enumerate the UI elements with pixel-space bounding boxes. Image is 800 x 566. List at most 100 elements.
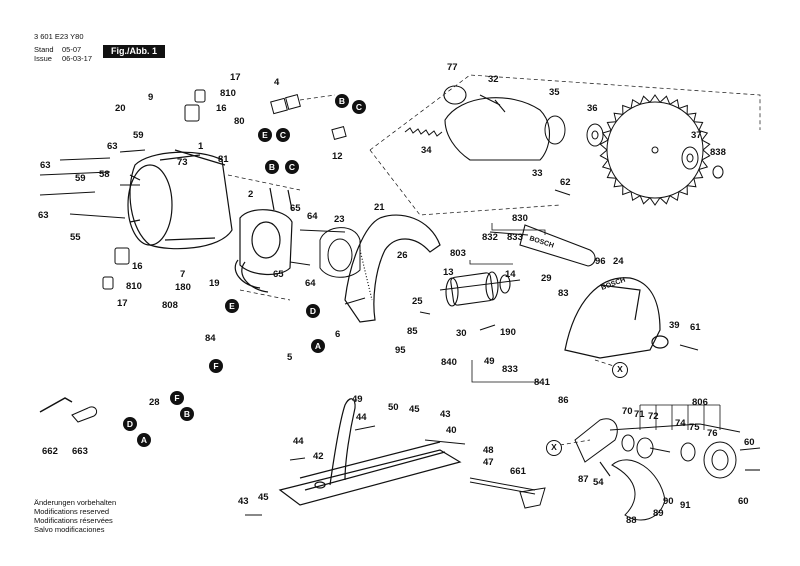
part-number-1: 1 <box>198 141 204 152</box>
blade-tooth <box>687 112 697 122</box>
part-number-838: 838 <box>710 147 726 158</box>
blade-tooth <box>622 185 632 196</box>
part-number-12: 12 <box>332 151 343 162</box>
part-number-73: 73 <box>177 157 188 168</box>
group-brackets <box>469 223 721 430</box>
callout-c-marker: C <box>352 100 366 114</box>
blade-tooth <box>678 104 688 115</box>
blade-tooth <box>701 139 711 151</box>
part-number-60b: 60 <box>738 496 749 507</box>
part-number-76: 76 <box>707 428 718 439</box>
part-number-841: 841 <box>534 377 550 388</box>
blade-tooth <box>599 139 609 151</box>
part-number-808: 808 <box>162 300 178 311</box>
part-number-58: 58 <box>99 169 110 180</box>
part-number-89: 89 <box>653 508 664 519</box>
part-number-59a: 59 <box>133 130 144 141</box>
part-number-180: 180 <box>175 282 191 293</box>
part-number-7: 7 <box>180 269 186 280</box>
part-number-45b: 45 <box>258 492 269 503</box>
callout-b-marker: B <box>265 160 279 174</box>
part-number-63b: 63 <box>40 160 51 171</box>
part-number-34: 34 <box>421 145 432 156</box>
spindle-assembly <box>609 423 741 479</box>
brand-logo: BOSCH <box>528 235 554 249</box>
callout-c-marker: C <box>276 128 290 142</box>
part-number-24: 24 <box>613 256 624 267</box>
parallel-guide <box>469 477 546 509</box>
callout-b-marker: B <box>180 407 194 421</box>
callout-c-marker: C <box>285 160 299 174</box>
stand-value: 05-07 <box>62 45 82 54</box>
blade-tooth <box>698 129 709 141</box>
blade-tooth <box>630 191 641 202</box>
motor-housing <box>127 149 233 250</box>
blade-flanges <box>544 115 724 179</box>
figure-label: Fig./Abb. 1 <box>103 45 165 58</box>
part-number-84: 84 <box>205 333 216 344</box>
blade-tooth <box>639 95 651 105</box>
lower-blade-guard <box>611 459 666 521</box>
assembly-guide-lines <box>227 74 761 446</box>
part-number-16b: 16 <box>132 261 143 272</box>
part-number-43a: 43 <box>440 409 451 420</box>
part-number-29: 29 <box>541 273 552 284</box>
part-number-40: 40 <box>446 425 457 436</box>
part-number-87: 87 <box>578 474 589 485</box>
part-number-26: 26 <box>397 250 408 261</box>
callout-d-marker: D <box>123 417 137 431</box>
part-number-14: 14 <box>505 269 516 280</box>
blade-tooth <box>678 185 688 196</box>
spring <box>404 127 443 137</box>
screws <box>39 149 761 516</box>
part-number-96: 96 <box>595 256 606 267</box>
part-number-61: 61 <box>690 322 701 333</box>
issue-label: Issue <box>34 54 52 63</box>
blade-tooth <box>613 178 623 188</box>
carbon-brushes <box>102 89 347 290</box>
part-number-803: 803 <box>450 248 466 259</box>
blade-tooth <box>687 178 697 188</box>
part-number-42: 42 <box>313 451 324 462</box>
blade-tooth <box>649 94 661 103</box>
document-number: 3 601 E23 Y80 <box>34 32 84 41</box>
part-number-4: 4 <box>274 77 280 88</box>
issue-value: 06-03-17 <box>62 54 93 63</box>
part-number-661: 661 <box>510 466 526 477</box>
part-number-43b: 43 <box>238 496 249 507</box>
part-number-65b: 65 <box>273 269 284 280</box>
part-number-840: 840 <box>441 357 457 368</box>
auxiliary-handle <box>489 224 596 267</box>
part-number-91: 91 <box>680 500 691 511</box>
footer-notice: Änderungen vorbehalten Modifications res… <box>34 498 116 534</box>
part-number-74: 74 <box>675 418 686 429</box>
part-number-9: 9 <box>148 92 154 103</box>
blade-tooth <box>601 159 612 171</box>
part-number-810b: 810 <box>126 281 142 292</box>
footer-line-fr: Modifications réservées <box>34 516 113 525</box>
blade-tooth <box>659 95 671 105</box>
part-number-6: 6 <box>335 329 341 340</box>
callout-b-marker: B <box>335 94 349 108</box>
part-number-85: 85 <box>407 326 418 337</box>
blade-tooth <box>606 121 617 131</box>
blade-tooth <box>669 98 680 109</box>
part-number-90: 90 <box>663 496 674 507</box>
part-number-2: 2 <box>248 189 254 200</box>
part-number-17a: 17 <box>230 72 241 83</box>
blade-tooth <box>630 98 641 109</box>
handle <box>344 214 441 323</box>
armature <box>439 271 521 307</box>
blade-tooth <box>659 195 671 205</box>
blade-tooth <box>698 159 709 171</box>
part-number-44b: 44 <box>293 436 304 447</box>
wrench <box>71 406 98 423</box>
part-number-663: 663 <box>72 446 88 457</box>
blade-tooth <box>669 191 680 202</box>
part-number-190: 190 <box>500 327 516 338</box>
part-number-5: 5 <box>287 352 293 363</box>
part-number-75: 75 <box>689 422 700 433</box>
part-number-63a: 63 <box>107 141 118 152</box>
part-number-81: 81 <box>218 154 229 165</box>
